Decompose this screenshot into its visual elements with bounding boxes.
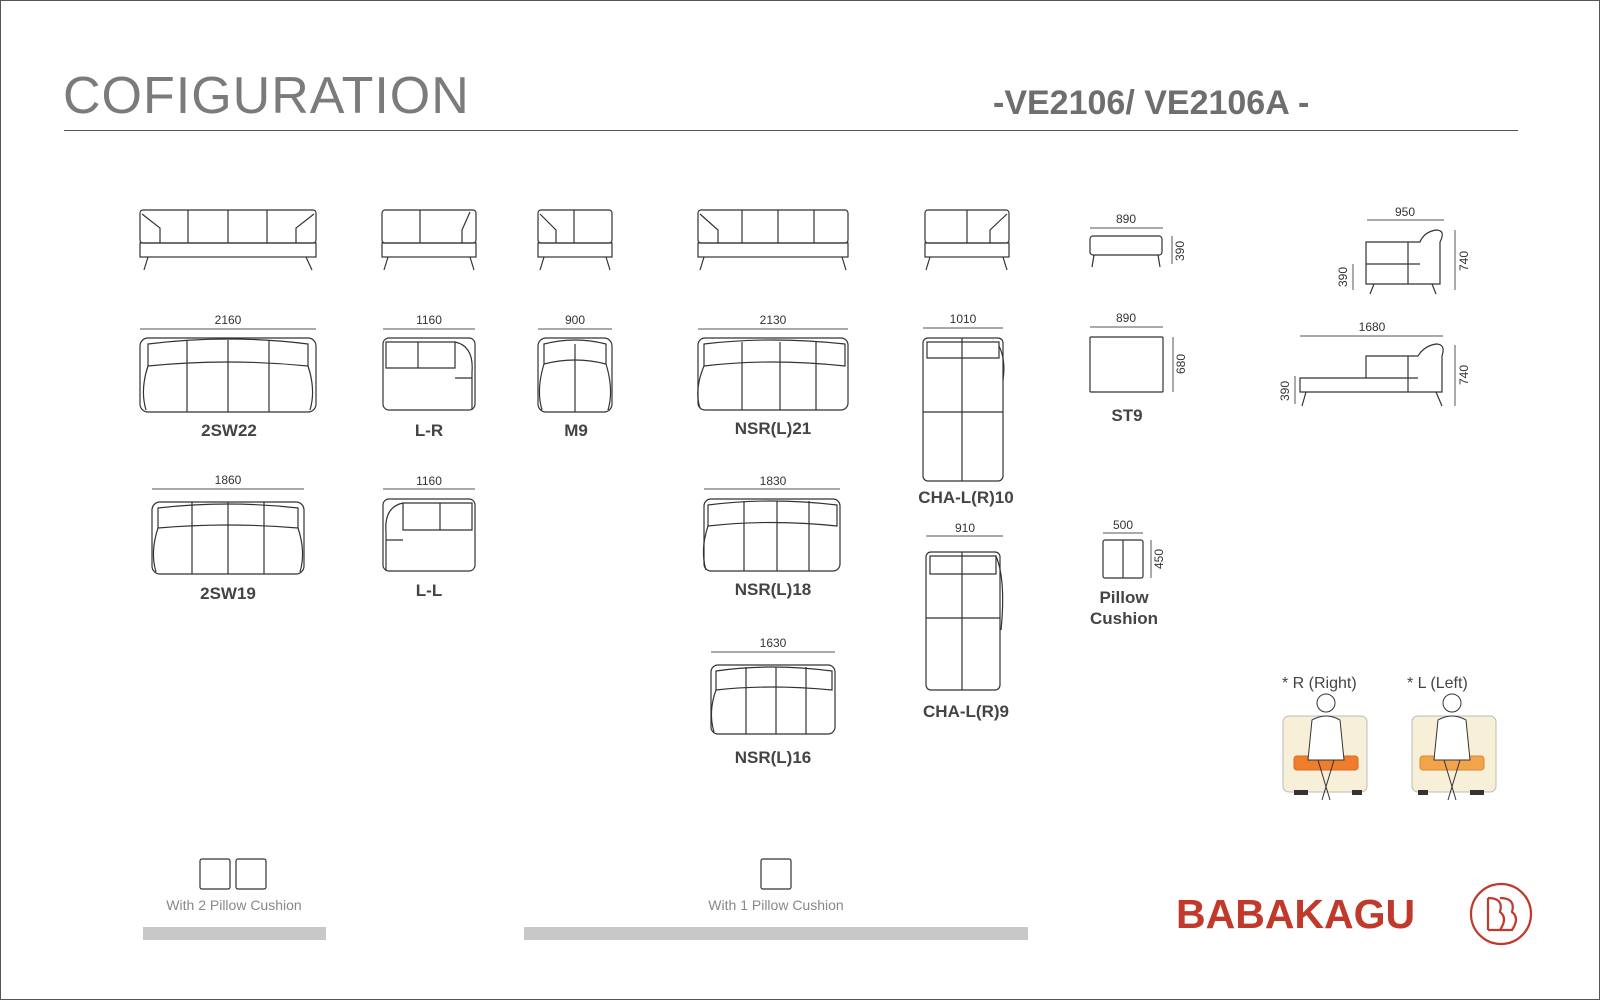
brand-logo: BABAKAGU [1176,891,1416,937]
dim-m9: 900 [564,313,586,327]
plan-nsr16 [710,664,836,735]
dim-l-l: 1160 [416,474,442,488]
front-view-cha10 [924,209,1010,271]
plan-pillow [1102,539,1144,579]
plan-nsr21 [697,337,849,411]
label-nsr21: NSR(L)21 [734,419,812,438]
legend-one-pillow-icon [760,858,792,890]
label-m9: M9 [564,421,588,440]
orientation-left-illustration [1411,693,1497,801]
label-pillow-line1: Pillow [1099,588,1149,607]
dim-nsr16: 1630 [759,636,787,650]
plan-cha10 [922,337,1005,482]
label-cha9: CHA-L(R)9 [923,702,1009,721]
dim-side-module-seat: 390 [1336,266,1351,288]
plan-cha9 [925,551,1004,691]
label-st9: ST9 [1111,406,1143,425]
dim-st9-width: 890 [1115,311,1137,325]
dimension-lines [140,219,1456,653]
dim-cha9: 910 [954,521,976,535]
side-view-chaise [1299,343,1444,407]
plan-2sw19 [151,501,305,575]
dim-st9-top-width: 890 [1115,212,1137,226]
label-2sw19: 2SW19 [200,584,256,603]
legend-two-pillow-icons [199,858,267,890]
model-number: -VE2106/ VE2106A - [993,84,1310,122]
side-view-module [1365,229,1443,295]
dim-pillow-height: 450 [1152,548,1167,570]
dim-l-r: 1160 [416,313,442,327]
dim-st9-top-height: 390 [1173,240,1188,262]
legend-one-pillow-text: With 1 Pillow Cushion [708,897,844,913]
header-divider [64,130,1518,131]
legend-one-pillow-bar [524,927,1028,940]
orientation-right-illustration [1282,693,1368,801]
dim-side-module-width: 950 [1394,205,1416,219]
label-2sw22: 2SW22 [201,421,257,440]
plan-nsr18 [702,498,841,572]
legend-two-pillow-bar [143,927,326,940]
dim-side-module-back: 740 [1457,250,1472,272]
label-cha10: CHA-L(R)10 [918,488,1014,507]
dim-side-chaise-width: 1680 [1358,320,1386,334]
plan-l-l [382,498,476,572]
label-pillow-line2: Cushion [1090,609,1158,628]
label-nsr16: NSR(L)16 [734,748,812,767]
front-view-nsr21 [697,209,849,271]
orientation-left-label: * L (Left) [1407,675,1468,692]
front-view-st9 [1089,235,1163,268]
label-l-l: L-L [415,581,443,600]
orientation-right-label: * R (Right) [1282,675,1357,692]
dim-2sw19: 1860 [214,473,242,487]
dim-side-chaise-back: 740 [1457,364,1472,386]
page-title: COFIGURATION [63,67,470,125]
legend-two-pillow-text: With 2 Pillow Cushion [166,897,302,913]
plan-m9 [537,337,613,413]
dim-nsr21: 2130 [759,313,787,327]
plan-l-r [382,337,476,411]
brand-seal-icon [1469,882,1533,946]
dim-pillow-width: 500 [1112,518,1134,532]
label-l-r: L-R [414,421,444,440]
dim-2sw22: 2160 [214,313,242,327]
dim-cha10: 1010 [949,312,977,326]
dim-nsr18: 1830 [759,474,787,488]
plan-2sw22 [139,337,317,413]
label-nsr18: NSR(L)18 [734,580,812,599]
dim-side-chaise-seat: 390 [1278,380,1293,402]
dim-st9-depth: 680 [1174,353,1189,375]
front-view-m9 [537,209,613,271]
front-view-l-r [381,209,477,271]
front-view-2sw22 [139,209,317,271]
plan-st9 [1089,336,1164,393]
